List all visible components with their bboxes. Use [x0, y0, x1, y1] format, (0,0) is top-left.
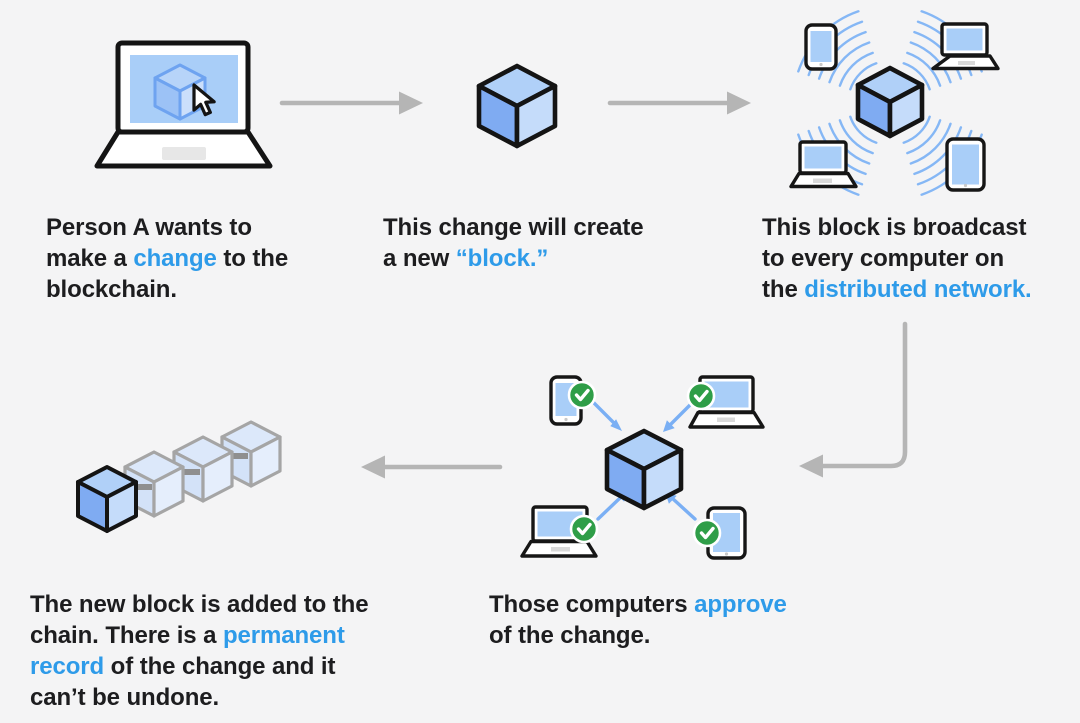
- block-cube-icon: [476, 63, 558, 149]
- wifi-wave-arc: [913, 126, 963, 176]
- wifi-wave-arc: [849, 62, 878, 91]
- blockchain-chain-icon: [76, 420, 282, 533]
- cube-right-face: [514, 83, 558, 149]
- caption-step-4: Those computers approve of the change.: [489, 589, 849, 651]
- caption-step-2: This change will create a new “block.”: [383, 212, 713, 274]
- laptop-icon: [520, 505, 599, 558]
- chain-link: [136, 484, 152, 490]
- wifi-wave-arc: [849, 115, 878, 144]
- cursor-icon: [192, 83, 216, 117]
- arrow-step1-to-step2: [279, 91, 423, 115]
- approve-arrow: [591, 400, 622, 431]
- phone-icon: [549, 375, 597, 426]
- arrow-head: [399, 91, 423, 115]
- cube-icon: [604, 428, 684, 511]
- caption-text: of the change and it can’t be undone.: [30, 653, 336, 711]
- laptop-icon: [931, 22, 1000, 71]
- cube-icon: [855, 65, 925, 139]
- wifi-wave-arc: [909, 122, 952, 165]
- check-badge-icon: [692, 518, 722, 548]
- caption-step-3: This block is broadcast to every compute…: [762, 212, 1080, 305]
- check-badge-icon: [567, 380, 597, 410]
- caption-text: to the blockchain.: [46, 245, 289, 303]
- laptop-icon: [686, 375, 765, 429]
- caption-accent-text: change: [133, 245, 217, 272]
- caption-accent-text: “block.”: [455, 245, 549, 272]
- wifi-wave-arc: [902, 62, 931, 91]
- arrow-head: [799, 454, 823, 478]
- arrow-step2-to-step3: [607, 91, 751, 115]
- tablet-icon: [692, 506, 747, 560]
- tablet-icon: [945, 137, 986, 192]
- check-badge-icon: [569, 514, 599, 544]
- chain-link: [232, 453, 248, 459]
- caption-text: Person A wants to make a: [46, 214, 252, 272]
- wifi-wave-arc: [906, 119, 942, 155]
- caption-accent-text: approve: [694, 591, 787, 618]
- ghost-cube-icon: [172, 435, 234, 503]
- caption-text: Those computers: [489, 591, 695, 618]
- caption-text: of the change.: [489, 622, 651, 649]
- approval-network-icon: [520, 375, 765, 560]
- caption-accent-text: permanent record: [30, 622, 345, 680]
- check-badge-icon: [686, 381, 716, 411]
- caption-accent-text: distributed network.: [804, 276, 1032, 303]
- caption-step-5: The new block is added to the chain. The…: [30, 589, 450, 713]
- caption-step-1: Person A wants to make a change to the b…: [46, 212, 366, 305]
- wifi-wave-arc: [909, 41, 952, 84]
- laptop-with-block-and-cursor-icon: [94, 40, 273, 169]
- new-block-cube-icon: [76, 465, 138, 533]
- caption-text: The new block is added to the chain. The…: [30, 591, 369, 649]
- arrow-step4-to-step5: [361, 455, 503, 479]
- wifi-wave-arc: [838, 51, 874, 87]
- arrow-shaft: [820, 321, 908, 469]
- checkmark-icon: [693, 389, 709, 403]
- phone-icon: [804, 23, 838, 71]
- chain-link: [184, 469, 200, 475]
- wifi-wave-arc: [828, 41, 871, 84]
- arrow-head: [361, 455, 385, 479]
- checkmark-icon: [574, 388, 590, 402]
- checkmark-icon: [699, 526, 715, 540]
- laptop-icon: [789, 140, 858, 189]
- arrow-head: [727, 91, 751, 115]
- caption-text: This change will create a new: [383, 214, 644, 272]
- broadcast-network-icon: [789, 10, 1000, 196]
- caption-text: This block is broadcast to every compute…: [762, 214, 1027, 303]
- wifi-wave-arc: [902, 115, 931, 144]
- wifi-wave-arc: [838, 119, 874, 155]
- arrow-step3-to-step4: [799, 321, 908, 478]
- checkmark-icon: [576, 522, 592, 536]
- laptop-touchpad: [162, 147, 206, 160]
- wifi-wave-arc: [906, 51, 942, 87]
- approve-arrow: [663, 400, 695, 432]
